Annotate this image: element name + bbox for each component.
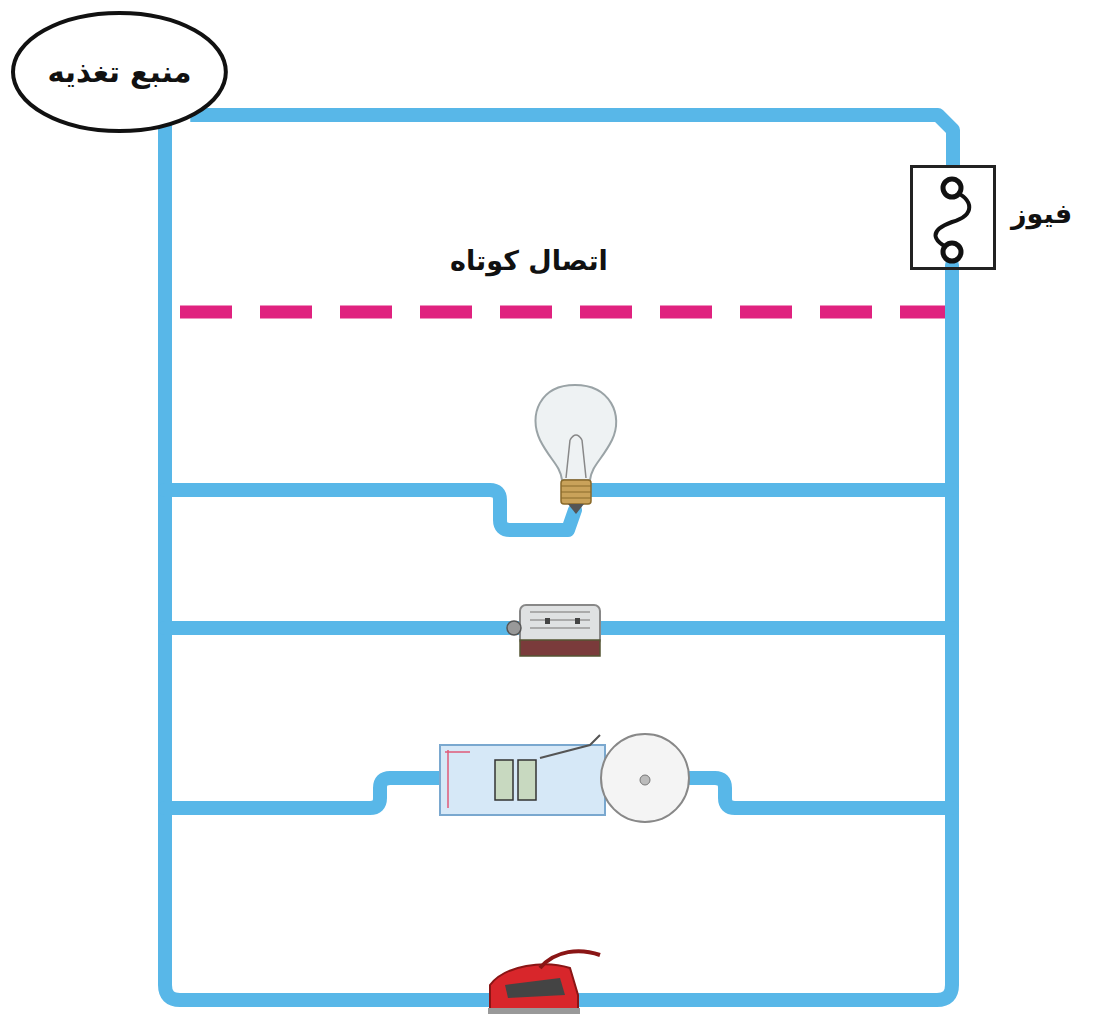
fuse-box: فیوز: [910, 165, 996, 270]
electric-bell: [440, 734, 689, 822]
fuse-symbol: [936, 179, 970, 261]
wire: [165, 120, 952, 1000]
node-label: منبع تغذیه: [47, 55, 191, 89]
short-circuit-line: [180, 306, 945, 319]
fuse-label: فیوز: [1011, 198, 1072, 229]
iron: [488, 951, 600, 1014]
wire: [165, 490, 952, 530]
power-source: منبع تغذیه: [10, 10, 229, 134]
short-circuit-label: اتصال کوتاه: [450, 245, 608, 276]
lamp: [535, 385, 616, 514]
wire: [190, 115, 953, 165]
motor: [507, 605, 600, 656]
